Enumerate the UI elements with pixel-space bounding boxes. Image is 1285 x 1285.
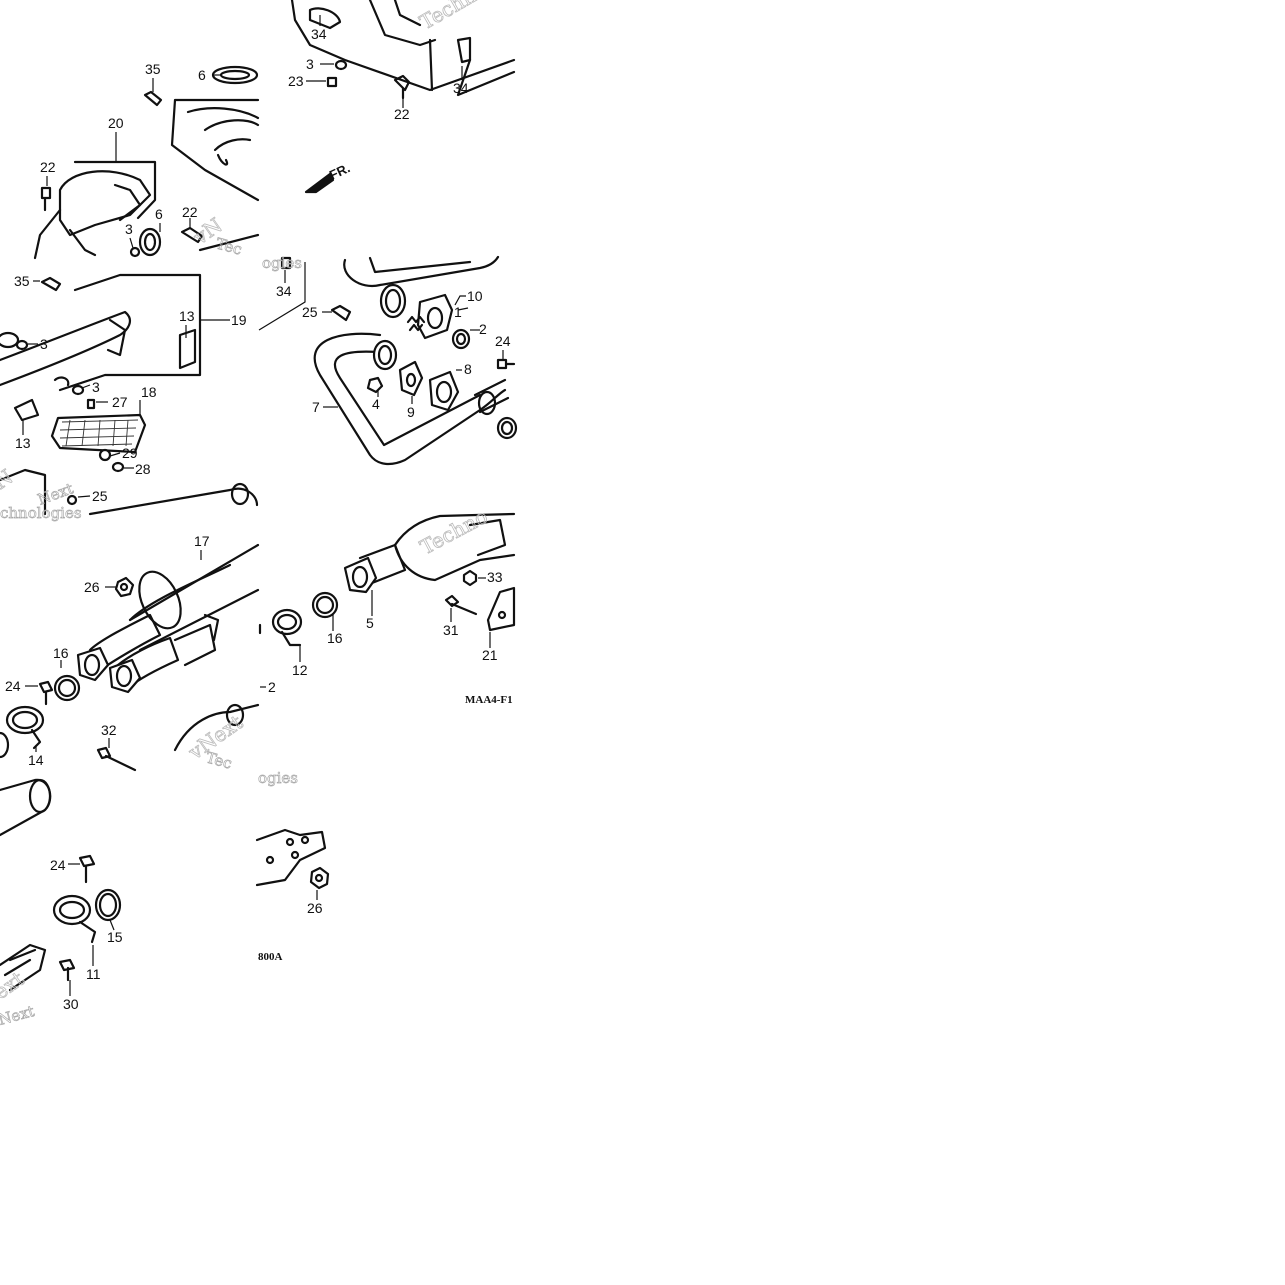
callout-10: 10 (467, 288, 483, 304)
tile-heat-shield (0, 273, 259, 516)
callout-35: 35 (145, 61, 161, 77)
callout-28: 28 (135, 461, 151, 477)
callout-24: 24 (50, 857, 66, 873)
callout-16: 16 (53, 645, 69, 661)
callout-2: 2 (479, 321, 487, 337)
callout-24: 24 (495, 333, 511, 349)
tile-engine-mount (290, 0, 516, 194)
tile-tailpipe (0, 778, 122, 996)
callout-24: 24 (5, 678, 21, 694)
callout-22: 22 (394, 106, 410, 122)
callout-2: 2 (268, 679, 276, 695)
callout-20: 20 (108, 115, 124, 131)
callout-11: 11 (86, 966, 101, 982)
callout-23: 23 (288, 73, 304, 89)
callout-3: 3 (306, 56, 314, 72)
callout-26: 26 (307, 900, 323, 916)
tile-muffler-right (258, 512, 516, 688)
svg-text:ogies: ogies (262, 254, 302, 272)
callout-13: 13 (15, 435, 31, 451)
callout-19: 19 (231, 312, 247, 328)
callout-16: 16 (327, 630, 343, 646)
diagram-code-suffix: 800A (258, 951, 283, 963)
callout-25: 25 (92, 488, 108, 504)
callout-27: 27 (112, 394, 128, 410)
callout-32: 32 (101, 722, 117, 738)
callout-18: 18 (141, 384, 157, 400)
callout-30: 30 (63, 996, 79, 1012)
tile-exhaust-pipes (258, 255, 518, 466)
svg-text:ogies: ogies (258, 769, 298, 787)
callout-35: 35 (14, 273, 30, 289)
callout-5: 5 (366, 615, 374, 631)
callout-9: 9 (407, 404, 415, 420)
tile-upper-pipe-cover (33, 65, 260, 260)
tile-muffler-left (0, 543, 260, 772)
callout-6: 6 (198, 67, 206, 83)
callout-34: 34 (311, 26, 327, 42)
callout-25: 25 (302, 304, 318, 320)
callout-1: 1 (454, 304, 462, 320)
callout-26: 26 (84, 579, 100, 595)
callout-14: 14 (28, 752, 44, 768)
callout-3: 3 (40, 336, 48, 352)
callout-33: 33 (487, 569, 503, 585)
diagram-code: MAA4-F1 (465, 694, 513, 706)
callout-22: 22 (182, 204, 198, 220)
callout-22: 22 (40, 159, 56, 175)
callout-13: 13 (179, 308, 195, 324)
callout-4: 4 (372, 396, 380, 412)
tile-bracket (255, 828, 330, 900)
callout-15: 15 (107, 929, 123, 945)
callout-3: 3 (92, 379, 100, 395)
callout-17: 17 (194, 533, 210, 549)
callout-21: 21 (482, 647, 498, 663)
callout-7: 7 (312, 399, 320, 415)
callout-34: 34 (276, 283, 292, 299)
callout-labels: 35 6 20 22 22 3 6 34 3 23 22 34 35 13 19… (5, 26, 511, 1012)
callout-8: 8 (464, 361, 472, 377)
callout-34: 34 (453, 80, 469, 96)
callout-6: 6 (155, 206, 163, 222)
callout-31: 31 (443, 622, 459, 638)
callout-29: 29 (122, 445, 138, 461)
callout-12: 12 (292, 662, 308, 678)
svg-text:chnologies: chnologies (0, 504, 82, 522)
callout-3: 3 (125, 221, 133, 237)
